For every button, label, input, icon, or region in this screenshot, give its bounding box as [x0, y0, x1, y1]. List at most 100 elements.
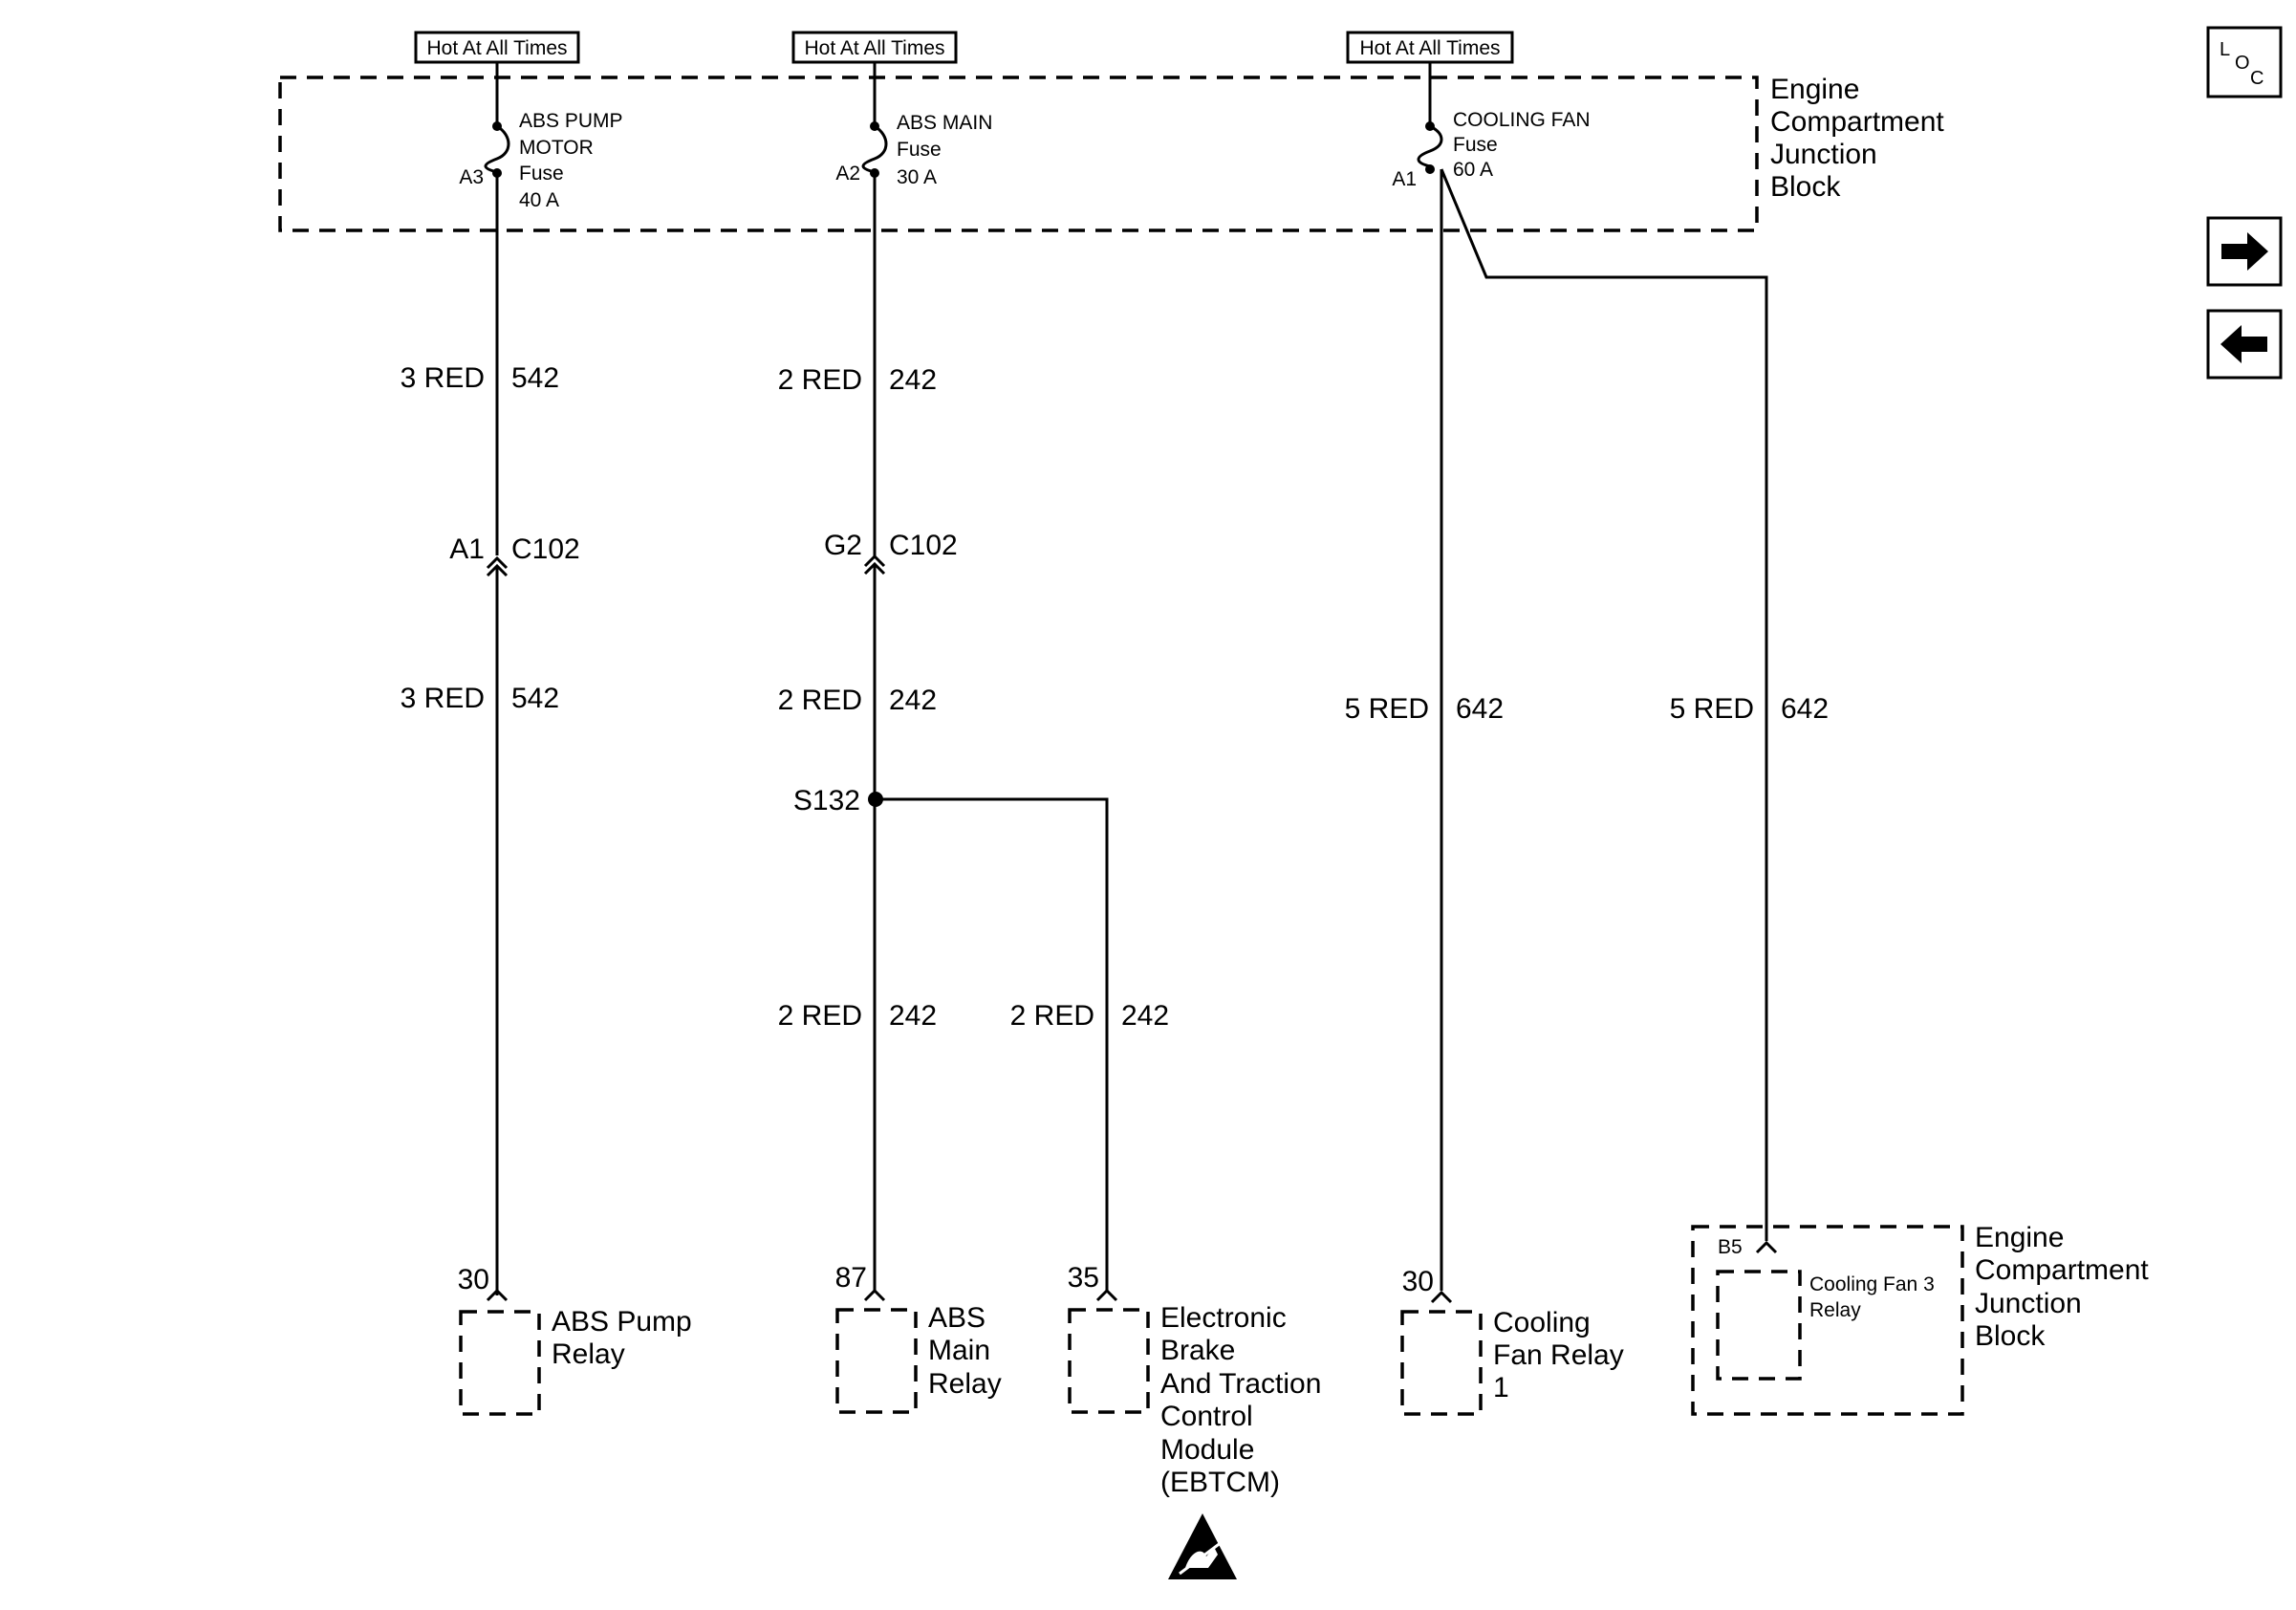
fuse-1-rating: 40 A — [519, 189, 559, 211]
connector-c102-a1: A1 C102 — [449, 533, 579, 565]
ebtcm-pin: 35 — [1068, 1262, 1099, 1294]
circuit-cooling-fan — [1430, 168, 1778, 1304]
circuit-abs-pump — [486, 173, 509, 1302]
fuse-1-pin: A3 — [459, 166, 484, 188]
connector-c102-g2: G2 C102 — [824, 530, 958, 561]
wire-5-color: 5 RED — [1670, 693, 1754, 725]
wire-4-circuit: 642 — [1456, 693, 1504, 725]
hot-at-all-times-label-2: Hot At All Times — [791, 31, 958, 64]
wire-4-color: 5 RED — [1345, 693, 1429, 725]
ebtcm-line6: (EBTCM) — [1160, 1467, 1280, 1498]
wire-2-top-circuit: 242 — [889, 364, 937, 396]
ebtcm-line4: Control — [1160, 1401, 1253, 1432]
cooling-fan-3-relay-pin: B5 — [1718, 1236, 1743, 1258]
fuse-2-type: Fuse — [897, 139, 942, 161]
wire-3-color: 2 RED — [1010, 1000, 1094, 1032]
jb-bottom-line3: Junction — [1975, 1288, 2082, 1319]
cooling-fan-relay-1-line1: Cooling — [1493, 1307, 1591, 1338]
forward-button[interactable] — [2206, 216, 2283, 287]
abs-main-relay-pin: 87 — [835, 1262, 867, 1294]
loc-letter-o: O — [2235, 53, 2250, 74]
wire-2-bot-circuit: 242 — [889, 1000, 937, 1032]
fuse-2-pin: A2 — [835, 163, 860, 185]
fuse-3-type: Fuse — [1453, 134, 1498, 156]
jb-top-line2: Compartment — [1770, 106, 1944, 138]
wire-5-circuit: 642 — [1781, 693, 1829, 725]
fuse-1-type: Fuse — [519, 163, 564, 185]
splice-label: S132 — [793, 785, 860, 816]
jb-bottom-line2: Compartment — [1975, 1254, 2149, 1286]
jb-bottom-line1: Engine — [1975, 1222, 2064, 1253]
abs-pump-relay-pin: 30 — [458, 1264, 489, 1295]
abs-main-relay-line3: Relay — [928, 1368, 1002, 1400]
cooling-fan-3-relay-line2: Relay — [1809, 1299, 1861, 1321]
wire-2-mid-circuit: 242 — [889, 685, 937, 716]
ebtcm-line1: Electronic — [1160, 1302, 1287, 1334]
circuit-abs-main — [863, 173, 886, 1302]
wire-2-top-color: 2 RED — [778, 364, 862, 396]
ebtcm-line5: Module — [1160, 1434, 1254, 1466]
cooling-fan-relay-1-pin: 30 — [1402, 1266, 1434, 1297]
connector-1-name: C102 — [511, 533, 580, 565]
fuse-1-name1: ABS PUMP — [519, 110, 623, 132]
wire-2-bot-color: 2 RED — [778, 1000, 862, 1032]
hot-label-text-1: Hot At All Times — [426, 37, 567, 59]
ebtcm-line3: And Traction — [1160, 1368, 1321, 1400]
wire-1-bot-color: 3 RED — [401, 683, 485, 714]
hot-at-all-times-label-3: Hot At All Times — [1346, 31, 1514, 64]
loc-letter-c: C — [2250, 68, 2264, 89]
fuse-3-name1: COOLING FAN — [1453, 109, 1591, 131]
jb-bottom-line4: Block — [1975, 1320, 2046, 1352]
connector-1-pin: A1 — [449, 533, 485, 565]
wire-label-5: 5 RED 642 — [1670, 693, 1829, 725]
abs-main-relay-line2: Main — [928, 1335, 990, 1366]
junction-block-bottom: B5 Cooling Fan 3 Relay Engine Compartmen… — [1691, 1222, 2149, 1416]
jb-top-line1: Engine — [1770, 74, 1859, 105]
wire-1-top-color: 3 RED — [401, 362, 485, 394]
jb-top-line3: Junction — [1770, 139, 1877, 170]
abs-main-relay: 87 ABS Main Relay — [835, 1262, 1002, 1414]
esd-warning-icon — [1168, 1513, 1237, 1579]
cooling-fan-relay-1-line3: 1 — [1493, 1372, 1509, 1403]
fuse-cooling-fan: COOLING FAN Fuse 60 A A1 — [1392, 62, 1591, 190]
wire-label-1-top: 3 RED 542 — [401, 361, 559, 394]
fuse-2-name1: ABS MAIN — [897, 112, 992, 134]
fuse-2-rating: 30 A — [897, 166, 937, 188]
fuse-3-rating: 60 A — [1453, 159, 1493, 181]
wire-label-1-bot: 3 RED 542 — [401, 683, 559, 714]
wire-label-4: 5 RED 642 — [1345, 693, 1504, 725]
fuse-3-pin: A1 — [1392, 168, 1417, 190]
fuse-abs-pump-motor: ABS PUMP MOTOR Fuse 40 A A3 — [459, 62, 623, 211]
cooling-fan-3-relay-line1: Cooling Fan 3 — [1809, 1273, 1935, 1295]
jb-top-line4: Block — [1770, 171, 1841, 203]
cooling-fan-relay-1-line2: Fan Relay — [1493, 1339, 1624, 1371]
wire-label-2-top: 2 RED 242 — [778, 364, 937, 396]
ebtcm-line2: Brake — [1160, 1335, 1235, 1366]
arrow-right-icon — [2221, 232, 2268, 271]
loc-letter-l: L — [2220, 39, 2230, 60]
abs-pump-relay-line2: Relay — [552, 1338, 625, 1370]
wire-2-mid-color: 2 RED — [778, 685, 862, 716]
arrow-left-icon — [2220, 325, 2267, 363]
hot-label-text-2: Hot At All Times — [804, 37, 944, 59]
wire-1-top-circuit: 542 — [511, 362, 559, 394]
connector-2-name: C102 — [889, 530, 958, 561]
wire-label-3: 2 RED 242 — [1010, 1000, 1169, 1032]
hot-at-all-times-label-1: Hot At All Times — [414, 31, 580, 64]
wire-3-circuit: 242 — [1121, 1000, 1169, 1032]
abs-main-relay-line1: ABS — [928, 1302, 986, 1334]
fuse-abs-main: ABS MAIN Fuse 30 A A2 — [835, 62, 992, 188]
connector-2-pin: G2 — [824, 530, 862, 561]
fuse-1-name2: MOTOR — [519, 137, 594, 159]
back-button[interactable] — [2206, 309, 2283, 380]
abs-pump-relay: 30 ABS Pump Relay — [458, 1264, 692, 1416]
loc-button[interactable]: L O C — [2206, 26, 2283, 98]
cooling-fan-relay-1: 30 Cooling Fan Relay 1 — [1400, 1266, 1624, 1416]
hot-label-text-3: Hot At All Times — [1359, 37, 1500, 59]
wire-label-2-mid: 2 RED 242 — [778, 685, 937, 716]
abs-pump-relay-line1: ABS Pump — [552, 1306, 692, 1338]
ebtcm-module: 35 Electronic Brake And Traction Control… — [1068, 1262, 1322, 1498]
wire-label-2-bot: 2 RED 242 — [778, 1000, 937, 1032]
wire-1-bot-circuit: 542 — [511, 683, 559, 714]
splice-s132: S132 — [793, 785, 1118, 1302]
